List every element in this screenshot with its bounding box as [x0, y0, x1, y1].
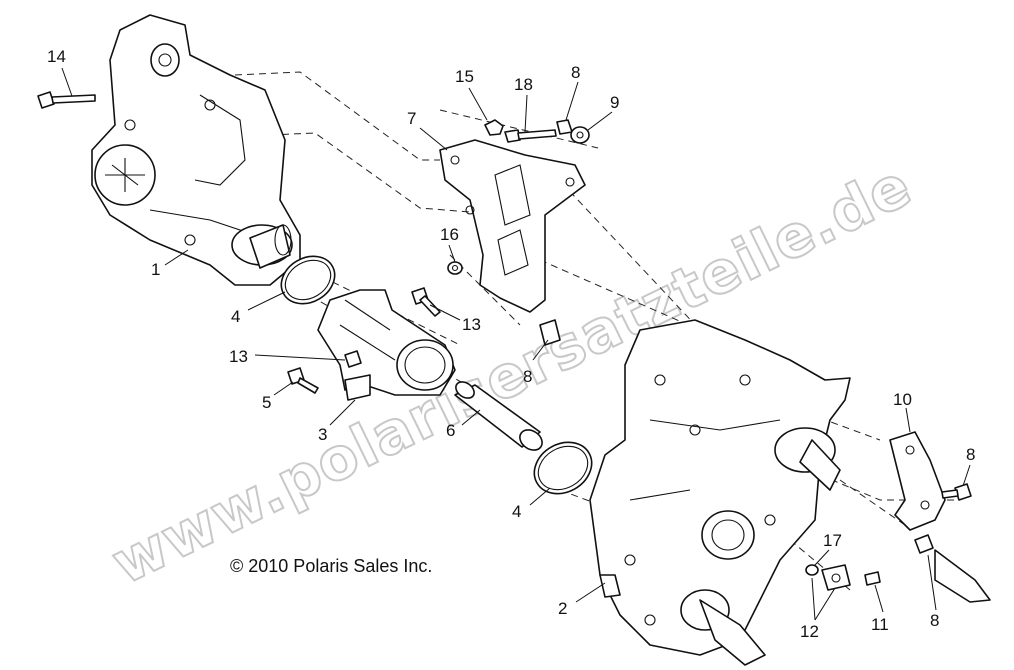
callout-14: 14 — [47, 47, 66, 66]
front-gearcase — [91, 14, 301, 286]
bolt-18 — [504, 129, 557, 143]
callout-13-right: 13 — [462, 315, 481, 334]
rear-gearcase — [589, 319, 851, 666]
mount-bracket — [439, 139, 586, 313]
callout-8-right: 8 — [966, 445, 975, 464]
leader-lines — [61, 67, 971, 621]
coupler-housing — [317, 289, 456, 401]
callout-8-top: 8 — [571, 63, 580, 82]
rear-bracket — [889, 431, 946, 531]
washer-17 — [805, 564, 819, 576]
prop-shaft — [454, 381, 543, 451]
nut-15 — [484, 119, 504, 136]
o-ring-lower — [533, 441, 593, 495]
washer-16 — [447, 261, 463, 275]
callout-1: 1 — [151, 260, 160, 279]
callout-18: 18 — [514, 75, 533, 94]
screw-11 — [864, 571, 881, 586]
callout-8-mid: 8 — [523, 367, 532, 386]
bolt-8-mid — [539, 319, 561, 346]
callout-16: 16 — [440, 225, 459, 244]
callout-4-upper: 4 — [231, 307, 240, 326]
callout-11: 11 — [871, 615, 889, 634]
callout-labels: 14 15 18 8 9 7 1 16 4 13 13 5 3 6 8 4 10… — [47, 47, 975, 641]
callout-10: 10 — [893, 390, 912, 409]
callout-7: 7 — [407, 109, 416, 128]
callout-12: 12 — [800, 622, 819, 641]
washer-8-upper — [556, 119, 573, 135]
callout-13-left: 13 — [229, 347, 248, 366]
callout-2: 2 — [558, 599, 567, 618]
bolt-8-right — [941, 483, 972, 501]
callout-9: 9 — [610, 93, 619, 112]
copyright-notice: © 2010 Polaris Sales Inc. — [230, 556, 432, 576]
sensor-12 — [821, 564, 851, 591]
bolt-13-lower — [344, 350, 362, 368]
callout-3: 3 — [318, 425, 327, 444]
callout-17: 17 — [823, 531, 842, 550]
washer-9 — [570, 126, 590, 144]
callout-15: 15 — [455, 67, 474, 86]
bolt-13-upper — [411, 287, 441, 317]
bolt-8-lower — [914, 534, 991, 603]
callout-6: 6 — [446, 421, 455, 440]
callout-8-bottom: 8 — [930, 611, 939, 630]
bolt-14 — [37, 91, 96, 109]
callout-5: 5 — [262, 393, 271, 412]
callout-4-lower: 4 — [512, 502, 521, 521]
o-ring-upper — [280, 255, 336, 305]
bolt-5 — [287, 367, 319, 394]
